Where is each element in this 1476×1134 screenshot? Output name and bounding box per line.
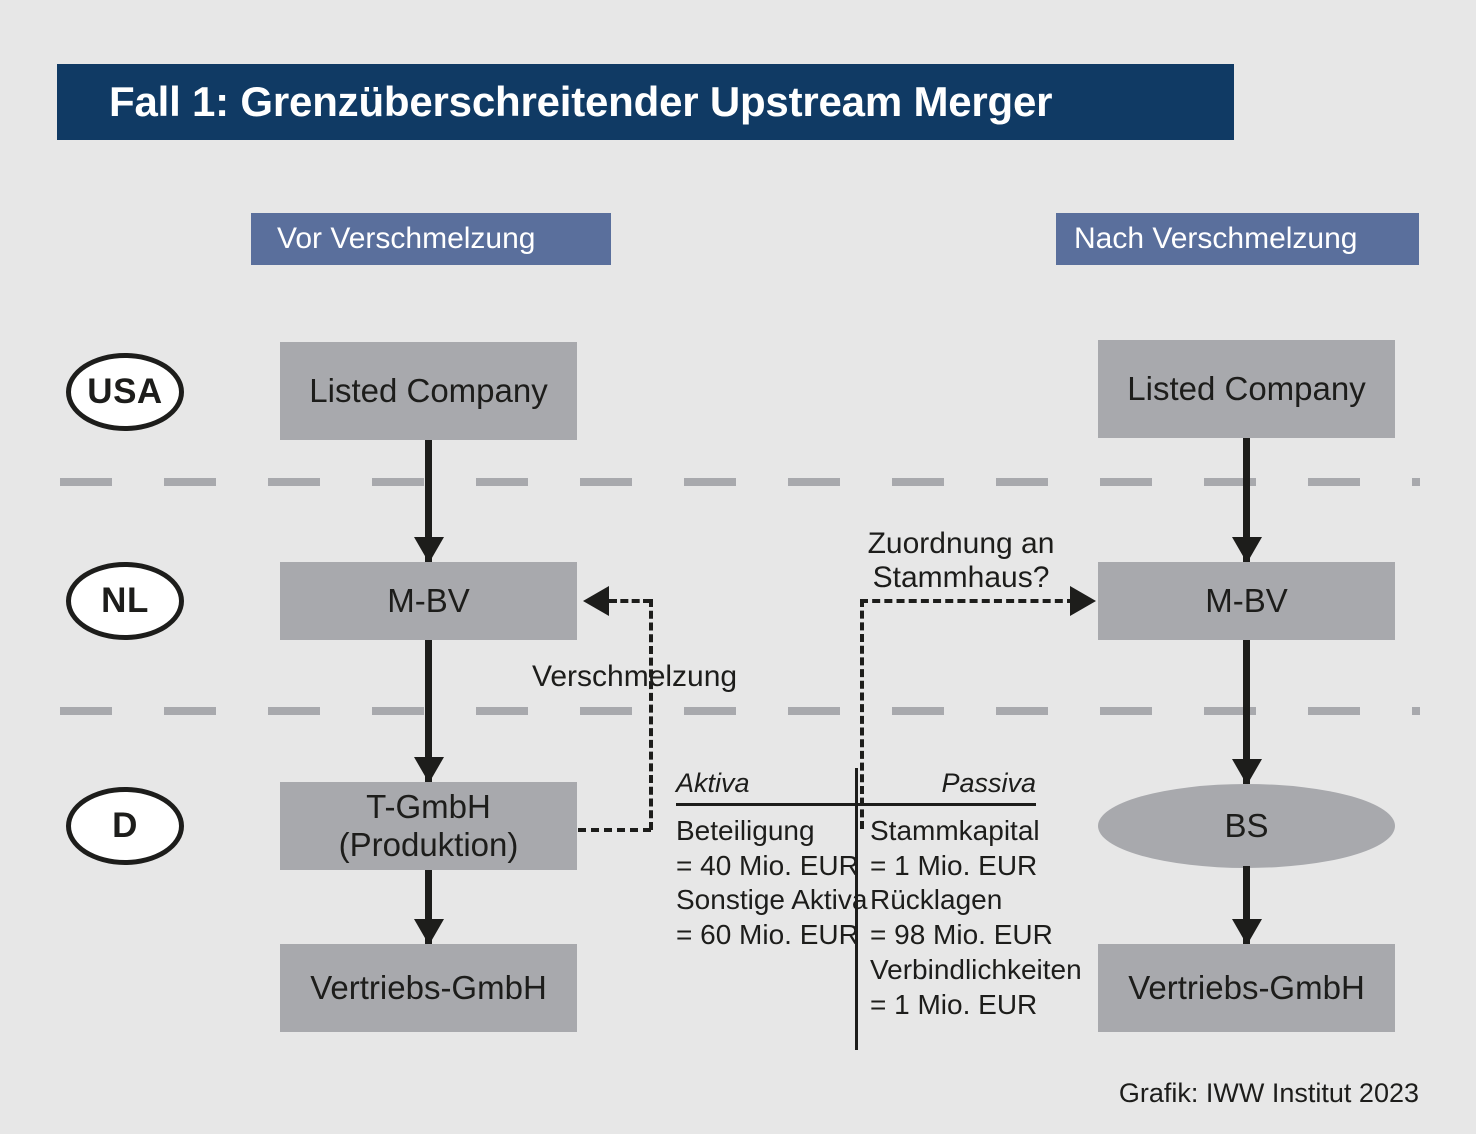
graphic-credit: Grafik: IWW Institut 2023 (1118, 1078, 1419, 1108)
arrow-after-mbv-to-bs (1243, 640, 1250, 784)
arrowhead-zuordnung (1070, 586, 1096, 616)
column-header-after: Nach Verschmelzung (1056, 213, 1419, 265)
balance-sheet: Aktiva Passiva Beteiligung = 40 Mio. EUR… (676, 768, 1082, 1022)
balance-sheet-liability-line: = 1 Mio. EUR (870, 849, 1038, 881)
entity-box-before-m-bv: M-BV (280, 562, 577, 640)
balance-sheet-asset-line: Sonstige Aktiva (676, 884, 868, 916)
entity-box-after-listed-company: Listed Company (1098, 340, 1395, 438)
column-header-before-label: Vor Verschmelzung (277, 222, 536, 255)
arrow-after-listed-to-mbv (1243, 438, 1250, 562)
balance-sheet-liability-line: Rücklagen (870, 884, 1003, 916)
arrowhead-verschmelzung (583, 586, 609, 616)
balance-sheet-liabilities-header: Passiva (941, 768, 1036, 798)
entity-box-before-t-gmbh: T-GmbH (Produktion) (280, 782, 577, 870)
entity-label-before-vertriebs-gmbh: Vertriebs-GmbH (310, 969, 547, 1007)
balance-sheet-liability-line: Verbindlichkeiten (870, 953, 1082, 985)
jurisdiction-divider-usa-nl (60, 478, 1420, 486)
entity-label-before-m-bv: M-BV (387, 582, 470, 620)
entity-box-before-vertriebs-gmbh: Vertriebs-GmbH (280, 944, 577, 1032)
jurisdiction-oval-usa: USA (66, 353, 184, 431)
dashed-segment-verschmelzung-bottom (578, 828, 651, 832)
column-header-after-label: Nach Verschmelzung (1074, 222, 1358, 255)
dashed-segment-zuordnung-vertical (860, 599, 864, 829)
entity-box-after-vertriebs-gmbh: Vertriebs-GmbH (1098, 944, 1395, 1032)
annotation-zuordnung-stammhaus: Zuordnung an Stammhaus? (867, 527, 1055, 594)
balance-sheet-divider (855, 768, 858, 1050)
entity-label-before-listed-company: Listed Company (309, 372, 548, 410)
balance-sheet-liabilities-column: Stammkapital = 1 Mio. EUR Rücklagen = 98… (856, 806, 1082, 1022)
jurisdiction-label-usa: USA (87, 372, 163, 411)
entity-label-after-vertriebs-gmbh: Vertriebs-GmbH (1128, 969, 1365, 1007)
dashed-segment-zuordnung-horizontal (860, 599, 1075, 603)
column-header-before: Vor Verschmelzung (251, 213, 611, 265)
jurisdiction-label-d: D (112, 806, 138, 845)
jurisdiction-divider-nl-d (60, 707, 1420, 715)
jurisdiction-oval-d: D (66, 787, 184, 865)
arrow-before-listed-to-mbv (425, 440, 432, 562)
arrow-before-mbv-to-tgmbh (425, 640, 432, 782)
arrow-after-bs-to-vertriebs (1243, 866, 1250, 944)
entity-ellipse-after-bs: BS (1098, 784, 1395, 868)
entity-label-after-m-bv: M-BV (1205, 582, 1288, 620)
page-title: Fall 1: Grenzüberschreitender Upstream M… (109, 78, 1053, 125)
entity-box-after-m-bv: M-BV (1098, 562, 1395, 640)
balance-sheet-assets-column: Beteiligung = 40 Mio. EUR Sonstige Aktiv… (676, 806, 868, 1022)
balance-sheet-headers: Aktiva Passiva (676, 768, 1036, 803)
balance-sheet-asset-line: = 40 Mio. EUR (676, 849, 859, 881)
annotation-verschmelzung: Verschmelzung (532, 660, 738, 693)
balance-sheet-asset-line: = 60 Mio. EUR (676, 919, 859, 951)
entity-label-before-t-gmbh: T-GmbH (Produktion) (338, 788, 519, 863)
balance-sheet-assets-header: Aktiva (676, 768, 750, 798)
balance-sheet-columns: Beteiligung = 40 Mio. EUR Sonstige Aktiv… (676, 806, 1082, 1022)
title-bar: Fall 1: Grenzüberschreitender Upstream M… (57, 64, 1234, 140)
dashed-segment-verschmelzung-vertical (649, 599, 653, 830)
balance-sheet-asset-line: Beteiligung (676, 815, 815, 846)
entity-label-after-listed-company: Listed Company (1127, 370, 1366, 408)
arrow-before-tgmbh-to-vertriebs (425, 870, 432, 944)
dashed-segment-verschmelzung-top (609, 599, 651, 603)
jurisdiction-oval-nl: NL (66, 562, 184, 640)
entity-box-before-listed-company: Listed Company (280, 342, 577, 440)
jurisdiction-label-nl: NL (101, 581, 149, 620)
balance-sheet-liability-line: = 1 Mio. EUR (870, 988, 1038, 1020)
balance-sheet-liability-line: = 98 Mio. EUR (870, 919, 1053, 951)
entity-label-after-bs: BS (1224, 807, 1269, 844)
balance-sheet-liability-line: Stammkapital (870, 815, 1040, 846)
